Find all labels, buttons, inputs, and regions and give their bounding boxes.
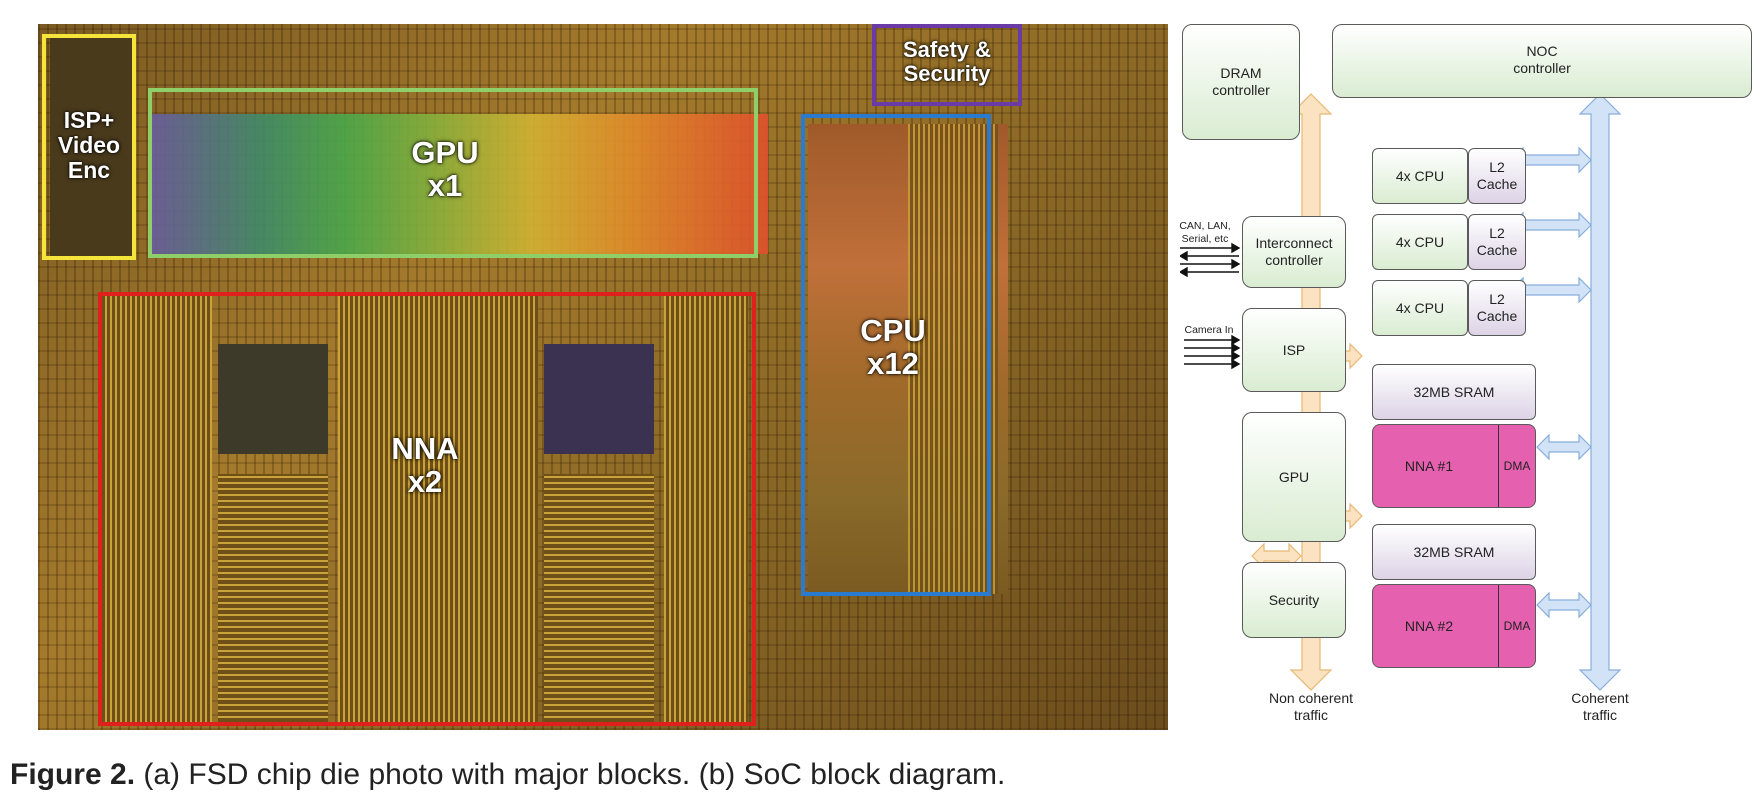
isp-block-label: ISP+ Video Enc [57, 107, 121, 183]
nna1-coherent-arrow [1536, 433, 1592, 461]
nna-texture-mid [338, 296, 538, 726]
nna-sram-2 [544, 344, 654, 454]
cpu-block-label: CPU x12 [860, 313, 926, 382]
camera-input-label: Camera In [1184, 324, 1234, 336]
cpu-cluster-3: 4x CPU [1372, 280, 1468, 336]
camera-input-arrowhead-2 [1231, 342, 1241, 354]
safety-security-block-label: Safety & Security [902, 37, 992, 86]
cpu-cluster-2: 4x CPU [1372, 214, 1468, 270]
can-input-arrowhead-1 [1231, 242, 1241, 254]
figure-number: Figure 2. [10, 758, 136, 791]
nna-block [98, 292, 756, 726]
can-input-arrowhead-4 [1180, 266, 1188, 278]
figure-caption-text: (a) FSD chip die photo with major blocks… [135, 758, 1006, 791]
gpu-texture [148, 114, 768, 254]
nna-2-dma: DMA [1498, 585, 1535, 667]
nna2-coherent-arrow [1536, 591, 1592, 619]
can-input-arrowhead-2 [1180, 250, 1188, 262]
interconnect-inputs-label: CAN, LAN, Serial, etc [1179, 220, 1231, 245]
safety-security-block [872, 24, 1022, 106]
nna-texture-left [100, 296, 212, 726]
cpu-cluster-1: 4x CPU [1372, 148, 1468, 204]
security-box: Security [1242, 562, 1346, 638]
isp-box: ISP [1242, 308, 1346, 392]
camera-input-arrowhead-3 [1231, 350, 1241, 362]
sram-1: 32MB SRAM [1372, 364, 1536, 420]
nna-texture-right [664, 296, 748, 726]
nna-2: NNA #2 DMA [1372, 584, 1536, 668]
nna-texture-block-2 [544, 474, 654, 724]
isp-block [42, 34, 136, 260]
gpu-block-label: GPU x1 [411, 135, 479, 204]
gpu-block [148, 88, 758, 258]
isp-texture [50, 38, 134, 260]
nna-texture-block-1 [218, 474, 328, 724]
camera-input-arrowhead-1 [1231, 334, 1241, 346]
sram-2: 32MB SRAM [1372, 524, 1536, 580]
can-input-arrowhead-3 [1231, 258, 1241, 270]
nna-1-dma: DMA [1498, 425, 1535, 507]
gpu-box: GPU [1242, 412, 1346, 542]
nna-1: NNA #1 DMA [1372, 424, 1536, 508]
nna-sram-1 [218, 344, 328, 454]
nna-block-label: NNA x2 [391, 431, 459, 500]
die-photo: ISP+ Video Enc GPU x1 Safety & Security … [38, 24, 1168, 730]
camera-input-arrowhead-4 [1231, 358, 1241, 370]
nna-1-label: NNA #1 [1404, 457, 1454, 474]
nna-2-label: NNA #2 [1404, 617, 1454, 634]
cpu-texture-grid [908, 124, 998, 594]
cpu-block [801, 114, 991, 596]
figure-caption: Figure 2. (a) FSD chip die photo with ma… [10, 758, 1005, 792]
coherent-bus-arrow [1578, 93, 1622, 691]
